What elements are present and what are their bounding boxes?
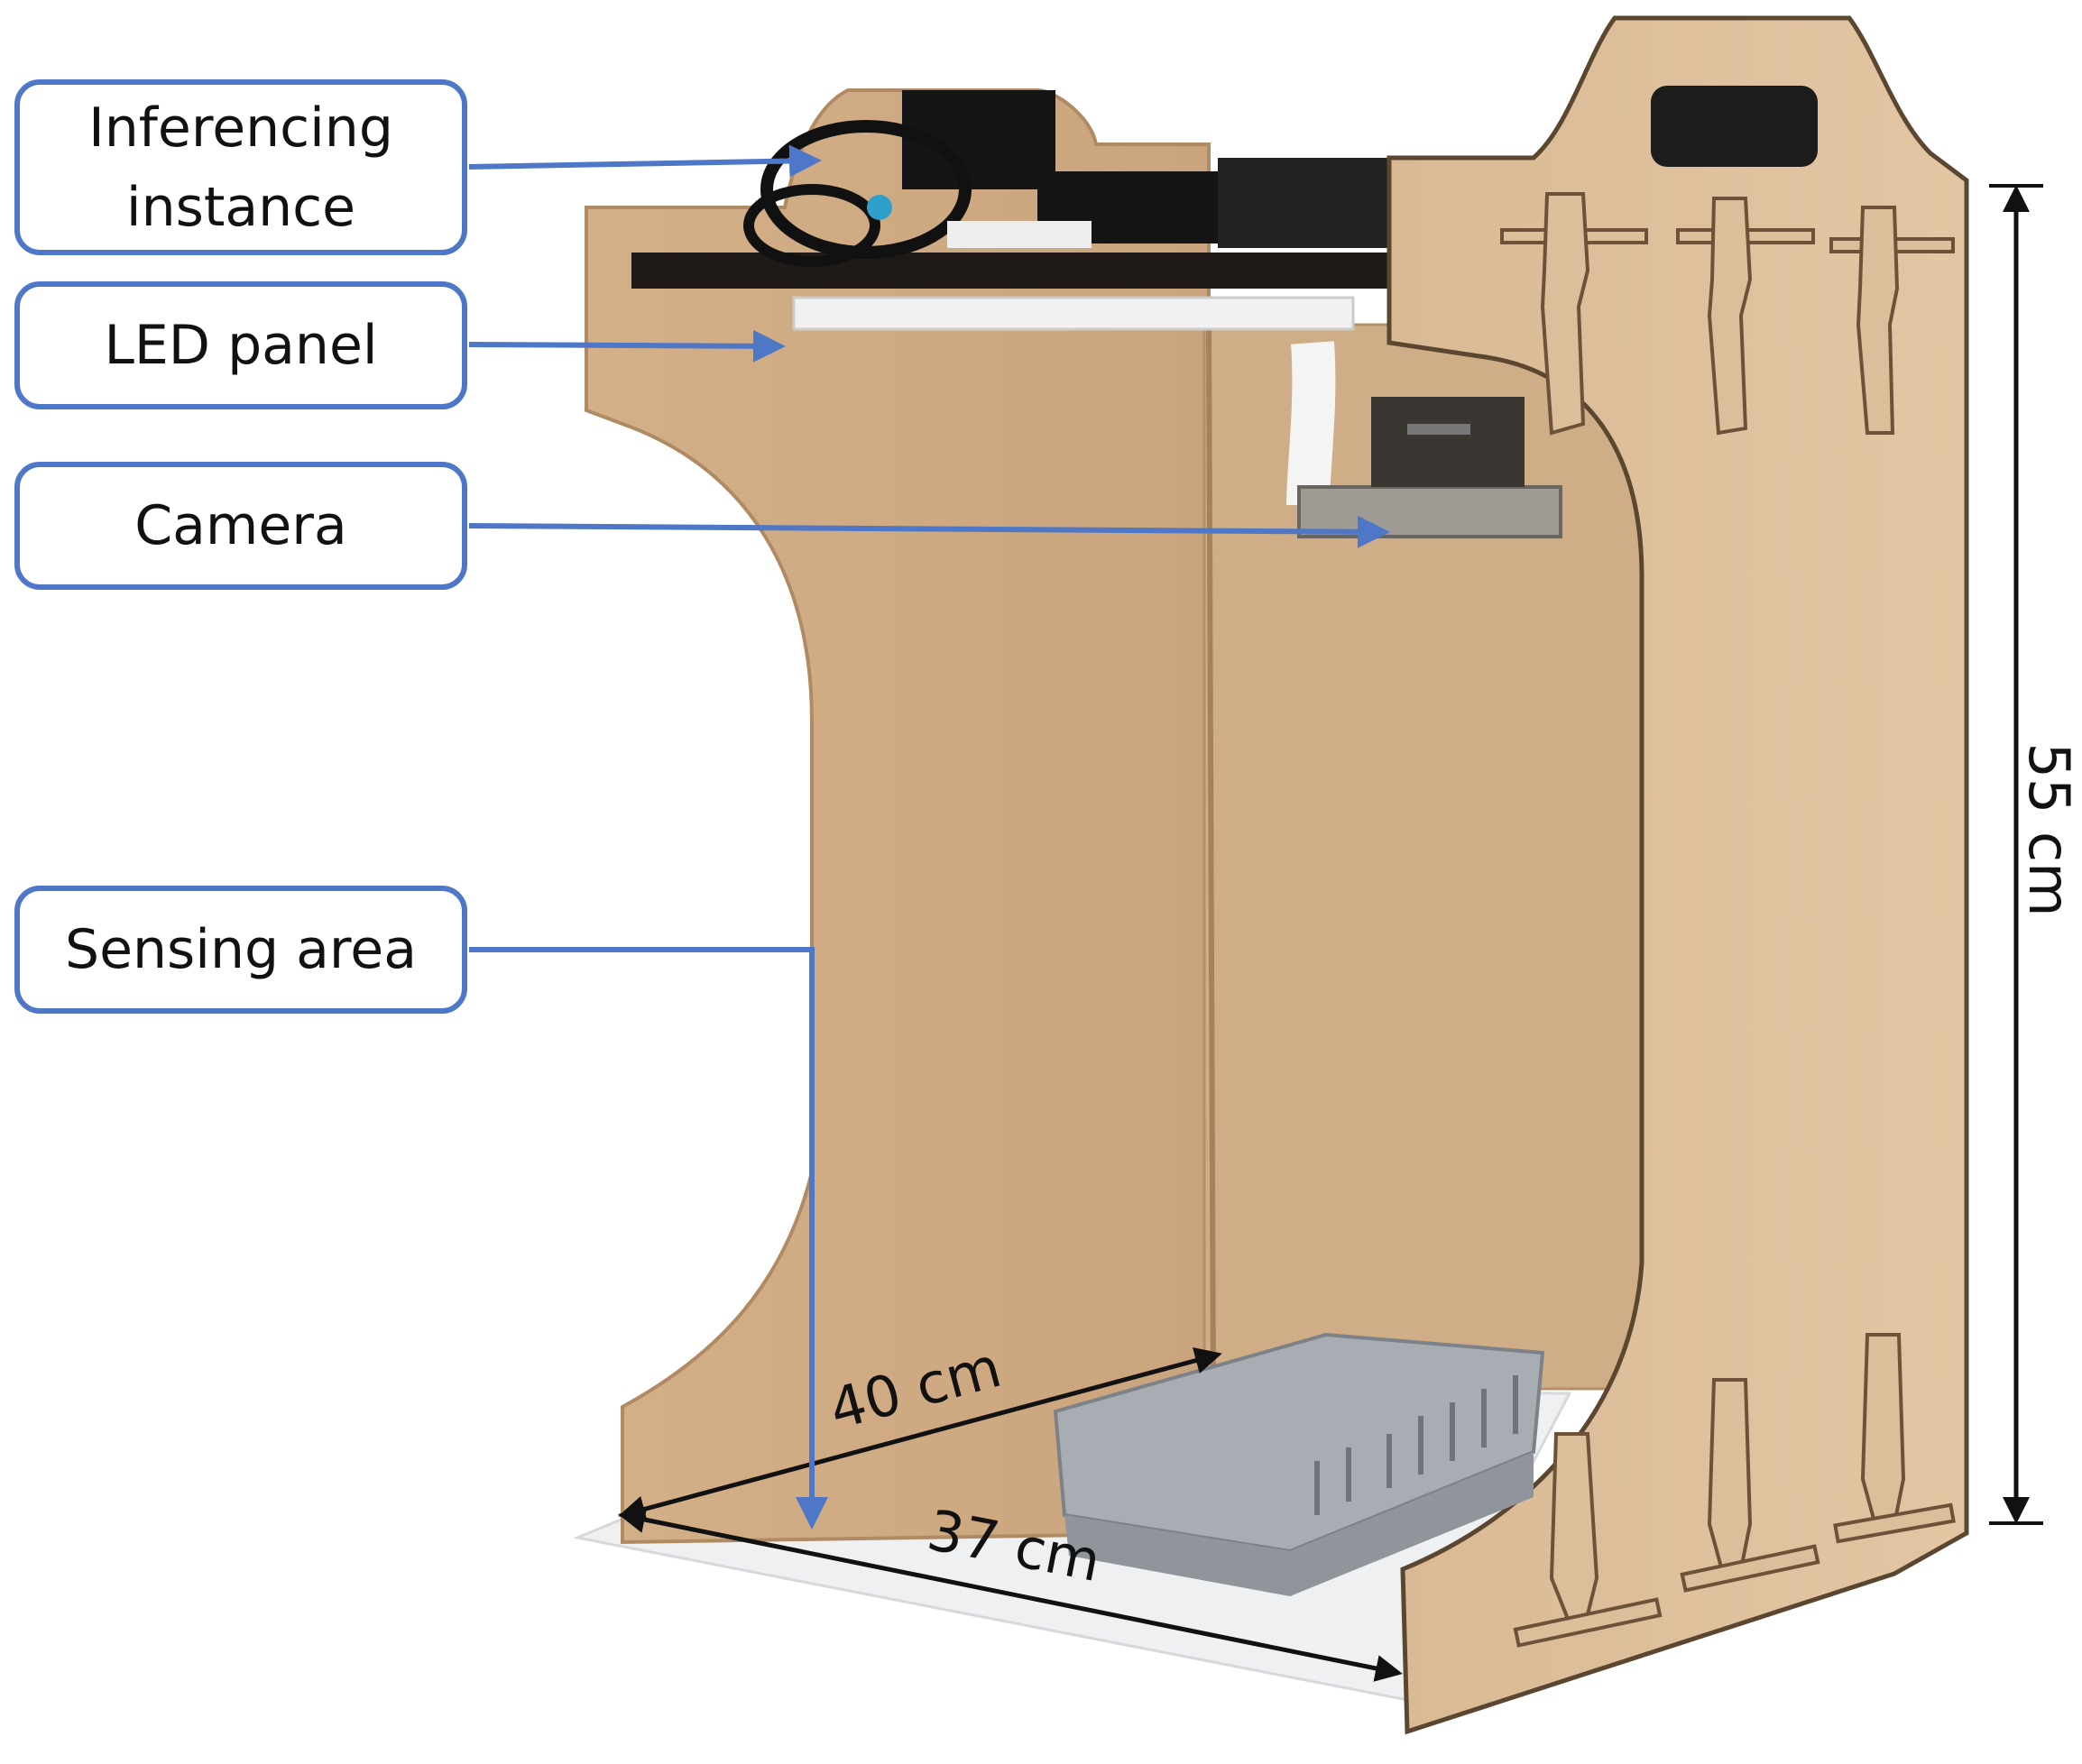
arrow-sensing-area [469,947,828,1530]
callout-sensing-area: Sensing area [14,886,467,1014]
arrow-led-panel [468,329,786,363]
callout-led-panel-label: LED panel [104,314,378,377]
arrow-inferencing [468,144,822,178]
callout-inferencing-line2: instance [125,175,356,239]
callout-inferencing-instance: Inferencing instance [14,79,467,255]
arrow-camera [468,515,1390,548]
callout-sensing-area-label: Sensing area [65,918,417,981]
callout-led-panel: LED panel [14,281,467,409]
dimension-line-width [618,1506,1403,1682]
callout-camera-label: Camera [134,494,347,557]
dimension-label-height: 55 cm [2016,742,2082,916]
electronics-module [631,90,1398,331]
handle-slot [1651,86,1818,167]
callout-camera: Camera [14,462,467,590]
top-joints [1500,192,1955,436]
camera-assembly [1286,341,1562,538]
right-side-panel [1386,15,1969,1735]
dimension-line-depth [618,1347,1222,1522]
callout-inferencing-line1: Inferencing [88,96,393,160]
bottom-joints [1513,1333,1956,1648]
panel-seam [1206,324,1216,1390]
